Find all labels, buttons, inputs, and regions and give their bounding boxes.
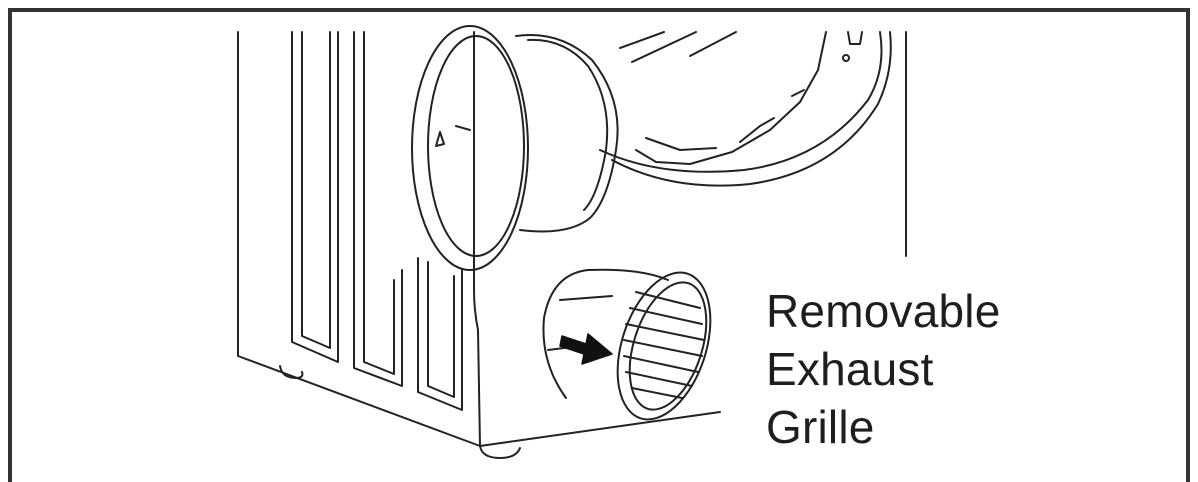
- callout-label: Removable Exhaust Grille: [766, 282, 1000, 456]
- cabinet-corner-edge: [474, 32, 480, 446]
- cabinet-left-edge: [238, 32, 480, 446]
- side-ribs: [292, 32, 462, 410]
- callout-line-2: Exhaust: [766, 340, 1000, 398]
- frame-border: [10, 10, 1188, 482]
- callout-line-3: Grille: [766, 398, 1000, 456]
- cabinet-bottom-edge: [480, 412, 720, 446]
- exhaust-grille: [601, 261, 728, 432]
- callout-line-1: Removable: [766, 282, 1000, 340]
- drum-opening: [600, 32, 891, 186]
- foot-front: [480, 446, 520, 458]
- open-door: [412, 26, 618, 270]
- removal-arrow-icon: [560, 334, 612, 364]
